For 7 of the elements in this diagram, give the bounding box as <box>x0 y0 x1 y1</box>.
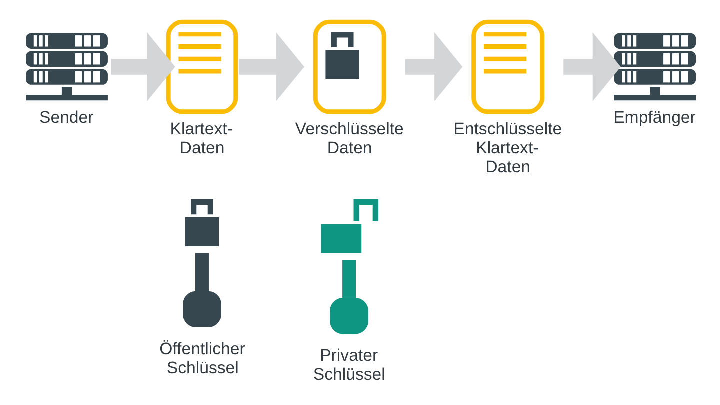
node-label: Sender <box>39 108 94 128</box>
node-label: Entschlüsselte Klartext-Daten <box>453 119 562 176</box>
node-label: Öffentlicher Schlüssel <box>159 339 245 378</box>
node-label: Privater Schlüssel <box>312 346 385 384</box>
node-label: Klartext-Daten <box>170 119 232 158</box>
node-label: Verschlüsselte Daten <box>294 119 404 158</box>
node-label: Empfänger <box>613 108 696 128</box>
